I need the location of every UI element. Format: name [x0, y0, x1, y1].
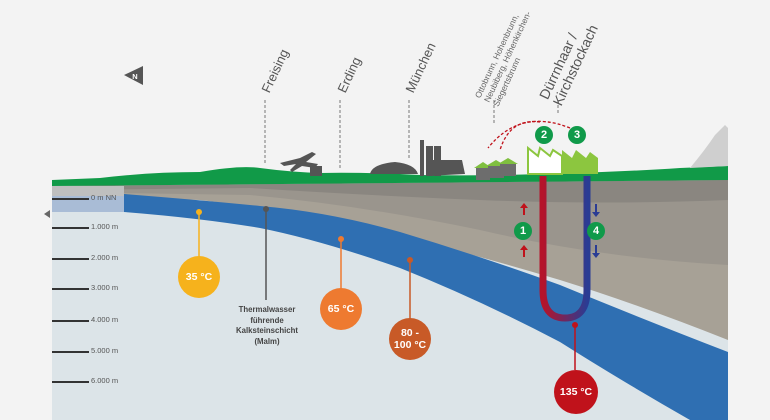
tv-tower-icon: [420, 140, 424, 176]
houses-icon: [474, 158, 518, 180]
north-label: N: [132, 72, 137, 81]
aquifer-label-line: (Malm): [254, 336, 280, 346]
depth-label: 2.000 m: [91, 253, 119, 262]
stadium-icon: [370, 162, 418, 174]
depth-label: 4.000 m: [91, 315, 119, 324]
power-plant-icon: [527, 145, 563, 175]
temp-bubble-35: 35 °C: [178, 256, 220, 298]
upflow-arrows: [520, 203, 528, 257]
aquifer-band: [124, 194, 728, 420]
rock-layer-top: [52, 180, 728, 203]
downflow-arrows: [592, 204, 600, 258]
temp-line: 80 -: [400, 327, 420, 339]
depth-tick: [52, 351, 89, 353]
depth-tick: [52, 381, 89, 383]
depth-tick: [52, 198, 89, 200]
temp-bubble-65: 65 °C: [320, 288, 362, 330]
depth-label: 5.000 m: [91, 346, 119, 355]
aquifer-label: Thermalwasser führende Kalksteinschicht …: [225, 305, 309, 347]
depth-tick: [52, 320, 89, 322]
cathedral-icon: [426, 160, 465, 176]
aquifer-label-line: führende: [250, 315, 284, 325]
alps-icon: [690, 125, 728, 168]
temp-line: 100 °C: [393, 339, 427, 351]
step-badge-3: 3: [568, 126, 586, 144]
control-tower-icon: [310, 166, 322, 176]
airplane-icon: [280, 152, 318, 172]
north-arrow-icon: [124, 66, 143, 85]
step-badge-1: 1: [514, 222, 532, 240]
depth-label: 1.000 m: [91, 222, 119, 231]
depth-tick: [52, 288, 89, 290]
aquifer-column: [52, 196, 124, 212]
power-flow-arrow: [499, 120, 541, 151]
temp-bubble-80-100: 80 - 100 °C: [389, 318, 431, 360]
depth-label: 0 m NN: [91, 193, 117, 202]
heat-flow-arrow: [487, 120, 571, 149]
step-badge-4: 4: [587, 222, 605, 240]
depth-label: 6.000 m: [91, 376, 119, 385]
aquifer-label-line: Thermalwasser: [238, 305, 296, 314]
aquifer-label-line: Kalksteinschicht: [236, 326, 298, 335]
borehole-pipe: [539, 176, 591, 322]
depth-tick: [52, 258, 89, 260]
temp-bubble-135: 135 °C: [554, 370, 598, 414]
heat-plant-icon: [562, 150, 598, 174]
scroll-left-arrow-icon[interactable]: [44, 210, 50, 218]
depth-label: 3.000 m: [91, 283, 119, 292]
depth-tick: [52, 227, 89, 229]
ground-surface: [52, 166, 728, 186]
step-badge-2: 2: [535, 126, 553, 144]
